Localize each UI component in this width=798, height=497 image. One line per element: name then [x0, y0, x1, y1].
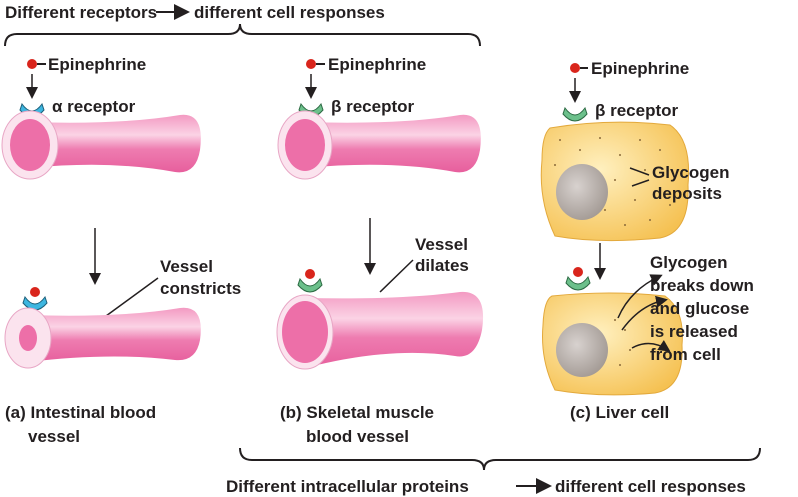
panel-a: Epinephrine α receptor Vessel constricts… [1, 55, 241, 446]
panel-b: Epinephrine β receptor Vessel dilates (b… [276, 55, 484, 446]
epinephrine-icon [306, 59, 316, 69]
nucleus [556, 164, 608, 220]
ligand-label: Epinephrine [328, 55, 426, 74]
ligand-label: Epinephrine [48, 55, 146, 74]
header-right: different cell responses [194, 3, 385, 22]
response-label: from cell [650, 345, 721, 364]
deposits-label: deposits [652, 184, 722, 203]
caption: blood vessel [306, 427, 409, 446]
receptor-label: α receptor [52, 97, 136, 116]
caption: (a) Intestinal blood [5, 403, 156, 422]
epinephrine-icon [27, 59, 37, 69]
receptor-label: β receptor [331, 97, 415, 116]
beta-receptor-icon [565, 276, 591, 291]
vessel-top [305, 114, 481, 173]
response-label: and glucose [650, 299, 749, 318]
top-brace [4, 23, 481, 47]
ligand-label: Epinephrine [591, 59, 689, 78]
footer-right: different cell responses [555, 477, 746, 496]
response-label: Vessel [415, 235, 468, 254]
response-label: Glycogen [650, 253, 727, 272]
response-label: Vessel [160, 257, 213, 276]
caption: (b) Skeletal muscle [280, 403, 434, 422]
vessel-top [30, 114, 201, 173]
response-label: is released [650, 322, 738, 341]
caption: vessel [28, 427, 80, 446]
response-label: breaks down [650, 276, 754, 295]
header-left: Different receptors [5, 3, 157, 22]
glycogen-dots [554, 137, 671, 226]
footer-left: Different intracellular proteins [226, 477, 469, 496]
response-label: constricts [160, 279, 241, 298]
receptor-label: β receptor [595, 101, 679, 120]
vessel-dilated [305, 291, 484, 368]
response-label: dilates [415, 256, 469, 275]
caption: (c) Liver cell [570, 403, 669, 422]
panel-c: Epinephrine β receptor Glycogen deposits… [540, 59, 754, 422]
beta-receptor-icon [297, 278, 323, 293]
beta-receptor-icon [562, 107, 588, 122]
deposits-label: Glycogen [652, 163, 729, 182]
vessel-constricted [28, 307, 201, 362]
bottom-brace [239, 447, 761, 471]
epinephrine-icon [570, 63, 580, 73]
